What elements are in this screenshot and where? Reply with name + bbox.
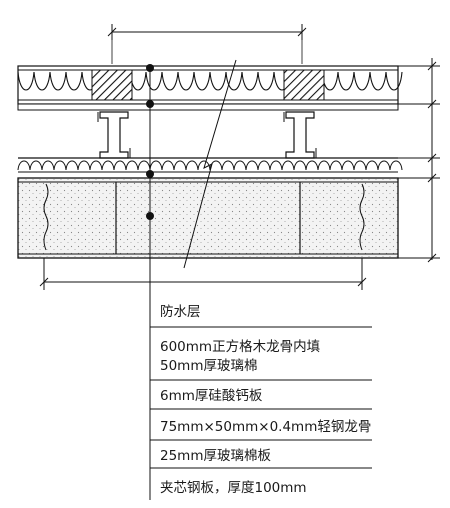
label-sandwich-panel: 夹芯钢板，厚度100mm: [160, 480, 307, 496]
label-steel-keel: 75mm×50mm×0.4mm轻钢龙骨: [160, 419, 371, 435]
steel-keel-right: [283, 111, 317, 159]
calcium-silicate-board: [17, 103, 399, 111]
label-glasswool-50: 50mm厚玻璃棉: [160, 357, 257, 374]
label-glasswool-25: 25mm厚玻璃棉板: [160, 447, 271, 464]
lower-glasswool-board: [17, 157, 403, 173]
top-dimension: [107, 24, 307, 40]
bottom-dimension: [39, 258, 367, 290]
label-waterproof: 防水层: [160, 304, 201, 320]
break-line: [183, 59, 237, 269]
sandwich-steel-panel: [17, 177, 399, 259]
label-calcium-silicate: 6mm厚硅酸钙板: [160, 388, 263, 404]
label-wood-grid: 600mm正方格木龙骨内填: [160, 339, 320, 355]
leader-line: [146, 64, 154, 500]
wood-joist-left: [91, 69, 133, 101]
right-dimension-chain: [398, 58, 440, 263]
wood-joist-right: [283, 69, 325, 101]
steel-keel-left: [97, 111, 131, 159]
top-board: [17, 65, 403, 105]
